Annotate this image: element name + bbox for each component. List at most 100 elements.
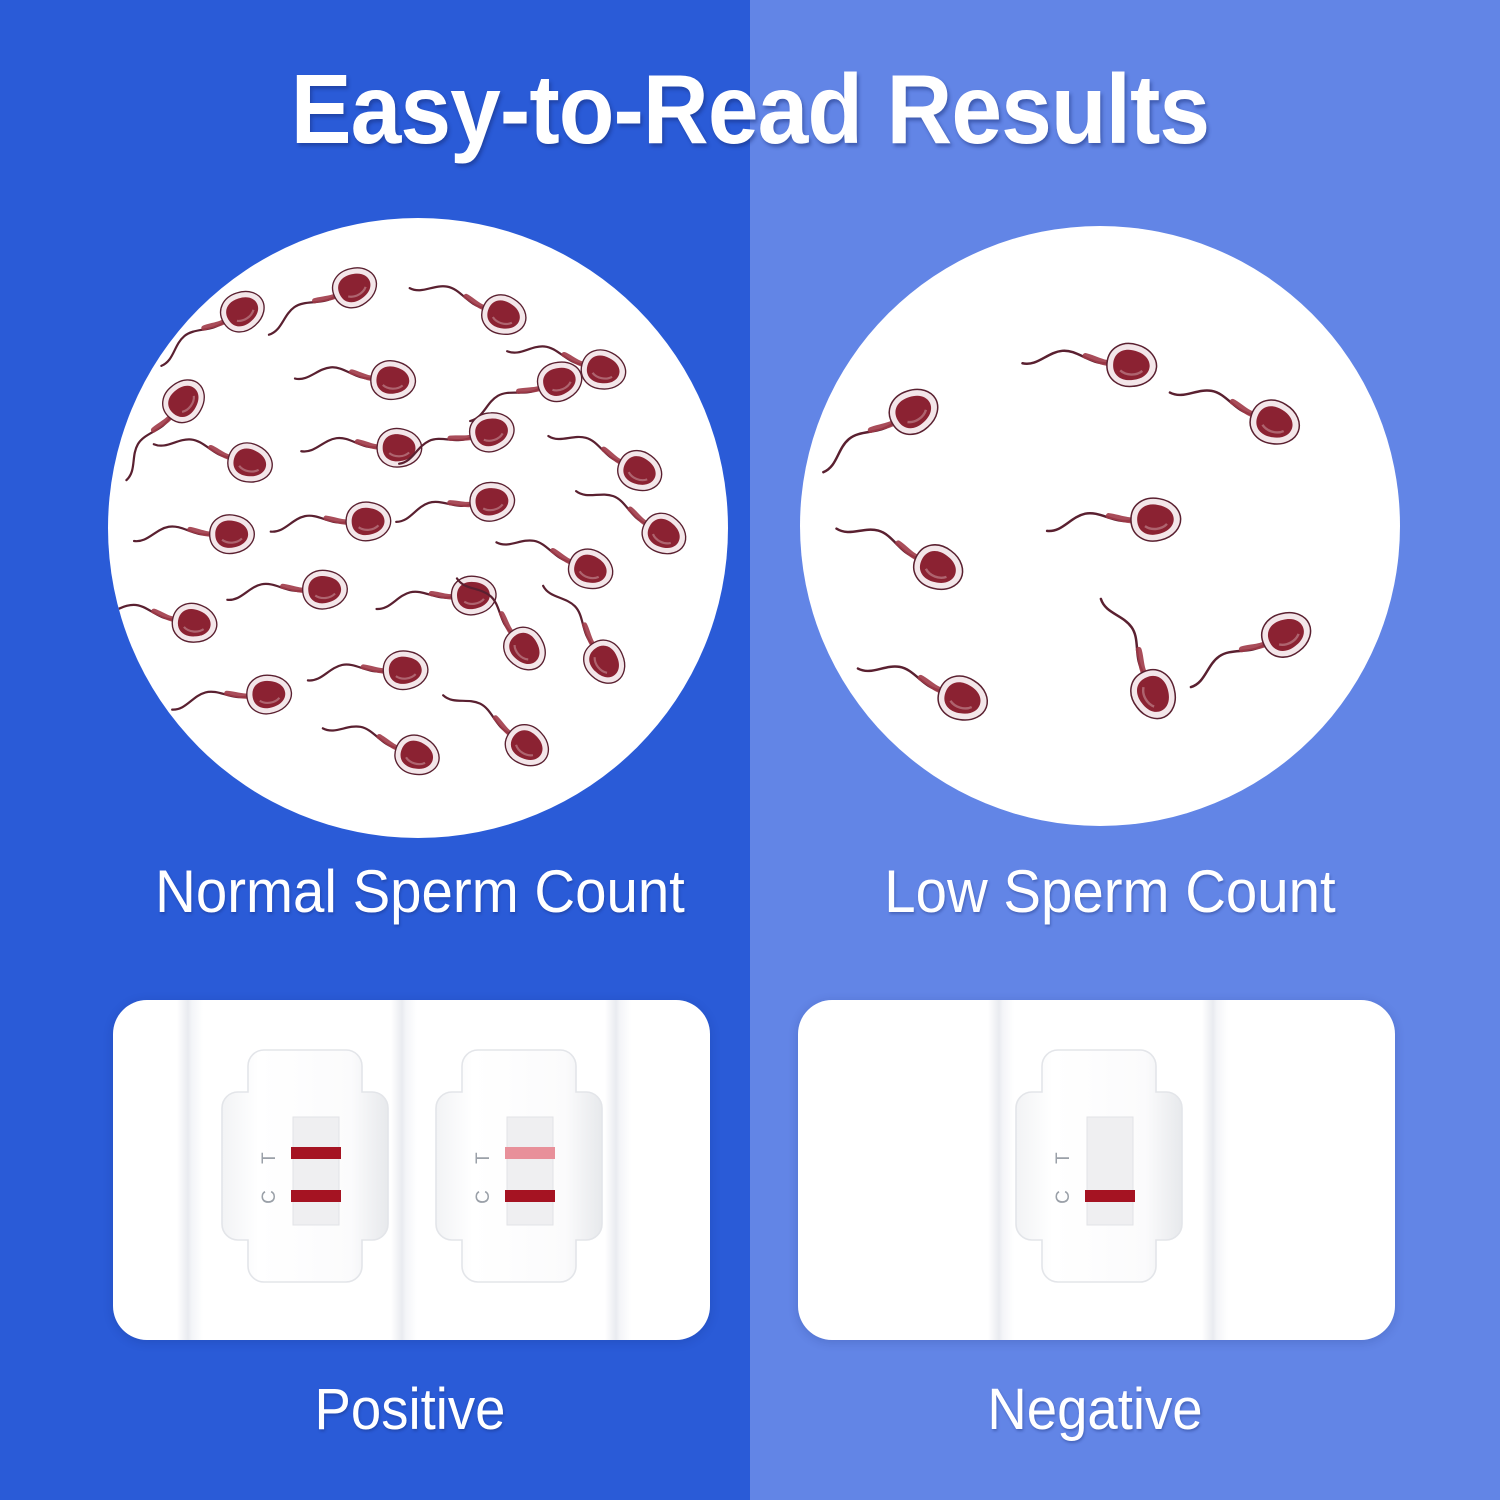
caption-low-sperm-count: Low Sperm Count — [884, 858, 1336, 925]
sperm-head-nucleus — [1137, 504, 1174, 535]
sperm-head-highlight — [924, 568, 947, 579]
cassette-positive-strong: T C — [217, 1045, 393, 1295]
sperm-head-highlight — [382, 384, 404, 390]
sperm-tail — [408, 285, 486, 310]
sperm-cell — [1021, 342, 1158, 388]
sperm-head-highlight — [482, 503, 504, 512]
sperm-head-nucleus — [226, 297, 259, 327]
cassette-body-icon: T C — [221, 1049, 389, 1283]
sperm-head-nucleus — [944, 682, 981, 714]
sperm-cell — [152, 438, 273, 483]
sperm-head-highlight — [314, 592, 336, 600]
sperm-field-low — [822, 342, 1312, 721]
sperm-tail — [226, 582, 306, 601]
sperm-cell — [171, 674, 293, 715]
sperm-tail — [306, 663, 386, 682]
sperm-head-nucleus — [589, 645, 619, 678]
sperm-head-highlight — [627, 471, 648, 482]
sperm-cell — [160, 290, 265, 368]
sperm-cell — [1045, 497, 1182, 542]
sperm-head-highlight — [949, 700, 973, 710]
test-card-negative: T C — [798, 1000, 1395, 1340]
cassette-positive-faint: T C — [431, 1045, 607, 1295]
sperm-tail — [495, 539, 573, 564]
card-seam-right — [605, 1000, 631, 1340]
sperm-cell — [1168, 389, 1301, 445]
sperm-head-nucleus — [475, 418, 508, 447]
sperm-head-highlight — [238, 465, 260, 473]
sperm-head-nucleus — [457, 581, 490, 610]
test-line-t-faint — [505, 1147, 555, 1159]
cassette-body-icon: T C — [1015, 1049, 1183, 1283]
sperm-head-highlight — [388, 451, 410, 458]
sperm-tail — [171, 690, 250, 711]
test-card-positive: T C T C — [113, 1000, 710, 1340]
sperm-cell — [267, 267, 378, 336]
sperm-cell — [269, 501, 392, 542]
sperm-head-nucleus — [586, 355, 620, 384]
sperm-head-highlight — [578, 570, 600, 580]
sperm-cell — [455, 577, 546, 671]
sperm-head-nucleus — [1256, 406, 1293, 438]
sperm-cell — [293, 360, 417, 401]
sperm-head-nucleus — [574, 554, 607, 583]
sperm-head-nucleus — [388, 656, 422, 684]
sperm-head-highlight — [181, 395, 195, 413]
sperm-head-highlight — [1141, 686, 1155, 708]
test-line-c — [291, 1190, 341, 1202]
sperm-head-highlight — [1278, 633, 1300, 647]
sperm-tail — [1168, 389, 1255, 416]
sperm-cell — [542, 584, 626, 684]
card-seam-left — [177, 1000, 203, 1340]
sperm-cell — [495, 539, 614, 590]
marker-label-c: C — [473, 1190, 494, 1204]
sperm-head-highlight — [221, 537, 243, 544]
card-seam-left — [988, 1000, 1014, 1340]
sperm-head-highlight — [183, 626, 205, 633]
marker-label-t: T — [1053, 1152, 1074, 1164]
sperm-cell — [547, 434, 663, 492]
sperm-tail — [856, 665, 943, 692]
sperm-head-nucleus — [382, 434, 416, 462]
cassette-body-icon: T C — [435, 1049, 603, 1283]
sperm-head-nucleus — [252, 680, 286, 709]
sperm-head-nucleus — [1267, 619, 1304, 651]
sperm-field-normal — [108, 267, 687, 776]
sperm-head-nucleus — [487, 300, 520, 329]
sperm-head-nucleus — [475, 488, 509, 516]
sperm-head-nucleus — [623, 456, 656, 485]
sperm-head-nucleus — [509, 632, 540, 664]
sperm-tail — [547, 434, 623, 464]
sperm-head-highlight — [236, 309, 255, 322]
sperm-head-nucleus — [510, 730, 543, 760]
sperm-head-highlight — [591, 372, 613, 380]
sperm-cell — [408, 285, 527, 336]
sperm-cell — [822, 388, 939, 474]
sperm-head-nucleus — [1113, 349, 1150, 381]
sperm-cell — [442, 694, 550, 767]
sperm-cell — [398, 412, 515, 465]
sperm-head-nucleus — [233, 448, 267, 477]
sperm-head-highlight — [593, 657, 608, 674]
sperm-cell — [108, 602, 218, 643]
test-line-t — [291, 1147, 341, 1159]
sperm-cell — [1189, 612, 1312, 689]
result-label-negative: Negative — [987, 1377, 1203, 1442]
sperm-cell — [226, 569, 348, 610]
result-label-positive: Positive — [314, 1377, 506, 1442]
sperm-head-nucleus — [351, 507, 385, 536]
marker-label-t: T — [473, 1152, 494, 1164]
sperm-head-highlight — [651, 533, 672, 545]
sperm-head-nucleus — [308, 576, 342, 604]
sperm-head-nucleus — [338, 273, 371, 303]
sperm-head-highlight — [514, 744, 534, 757]
sperm-cell — [321, 725, 440, 776]
sperm-head-highlight — [1261, 424, 1285, 434]
marker-label-c: C — [259, 1190, 280, 1204]
marker-label-c: C — [1053, 1190, 1074, 1204]
sperm-cell — [469, 361, 583, 423]
sperm-head-highlight — [405, 756, 426, 766]
sperm-tail — [835, 527, 919, 560]
sperm-head-highlight — [1119, 369, 1144, 376]
